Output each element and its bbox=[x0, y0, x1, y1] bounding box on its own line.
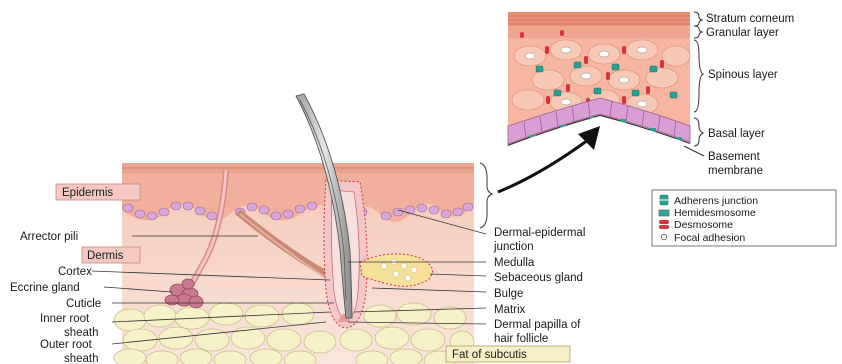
focal-adhesion-icon bbox=[661, 234, 667, 240]
inner-root-label-line2: sheath bbox=[64, 327, 99, 339]
hemidesmosome-icon bbox=[659, 210, 669, 216]
medulla-label: Medulla bbox=[494, 257, 535, 269]
dermal-papilla-label-line2: hair follicle bbox=[494, 333, 548, 345]
inset-brackets bbox=[694, 12, 703, 146]
epidermis-inset bbox=[508, 12, 704, 156]
legend-label-adherens: Adherens junction bbox=[674, 195, 758, 207]
fat-lobules bbox=[114, 303, 474, 364]
inner-root-label-line1: Inner root bbox=[40, 313, 90, 325]
sebaceous-gland-label: Sebaceous gland bbox=[494, 272, 583, 284]
basement-membrane-leader bbox=[684, 146, 704, 156]
matrix-label: Matrix bbox=[494, 304, 526, 316]
basement-membrane-label-line1: Basement bbox=[708, 151, 761, 163]
fat-of-subcutis-label: Fat of subcutis bbox=[452, 349, 527, 361]
cortex-label: Cortex bbox=[58, 266, 92, 278]
outer-root-label-line2: sheath bbox=[64, 353, 99, 364]
granular-layer-label: Granular layer bbox=[706, 27, 779, 39]
legend-label-hemidesmosome: Hemidesmosome bbox=[674, 207, 756, 219]
outer-root-label-line1: Outer root bbox=[40, 339, 93, 351]
left-labels: Epidermis Arrector pili Dermis Cortex Ec… bbox=[10, 184, 140, 364]
epidermis-label: Epidermis bbox=[62, 187, 113, 199]
cuticle-label: Cuticle bbox=[66, 298, 101, 310]
dej-label-line2: junction bbox=[493, 241, 534, 253]
spinous-layer-label: Spinous layer bbox=[708, 69, 778, 81]
legend-label-focal-adhesion: Focal adhesion bbox=[674, 232, 745, 244]
dermis-label: Dermis bbox=[87, 250, 124, 262]
bulge-label: Bulge bbox=[494, 288, 523, 300]
basal-layer-label: Basal layer bbox=[708, 128, 765, 140]
eccrine-gland-label: Eccrine gland bbox=[10, 282, 80, 294]
stratum-corneum-label: Stratum corneum bbox=[706, 13, 794, 25]
dej-label-line1: Dermal-epidermal bbox=[494, 227, 585, 239]
inset-labels: Stratum corneum Granular layer Spinous l… bbox=[706, 13, 794, 177]
inset-granular bbox=[508, 26, 690, 38]
arrector-pili-label: Arrector pili bbox=[20, 231, 78, 243]
dermal-papilla-label-line1: Dermal papilla of bbox=[494, 319, 581, 331]
legend: Adherens junction Hemidesmosome Desmosom… bbox=[652, 190, 836, 246]
legend-label-desmosome: Desmosome bbox=[674, 219, 733, 231]
adherens-junction-icon bbox=[660, 195, 668, 205]
epidermis-bracket bbox=[480, 163, 492, 228]
basement-membrane-label-line2: membrane bbox=[708, 165, 763, 177]
